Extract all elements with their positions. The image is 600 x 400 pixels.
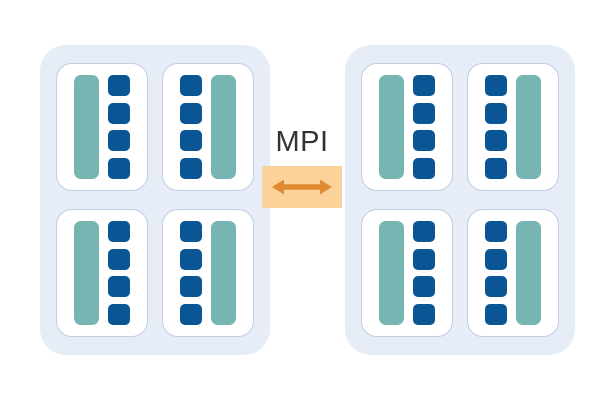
socket-card [162, 209, 254, 337]
core-unit [108, 75, 130, 96]
core-unit [413, 102, 435, 124]
core-unit [413, 276, 435, 298]
double-headed-horizontal-arrow-icon [272, 179, 332, 195]
mpi-band [262, 166, 342, 208]
memory-bar [516, 75, 541, 179]
core-unit [180, 102, 202, 124]
core-unit [180, 75, 202, 96]
memory-bar [379, 221, 404, 325]
core-unit [108, 102, 130, 124]
core-unit [413, 75, 435, 96]
core-unit [485, 303, 507, 325]
core-stack [485, 221, 507, 325]
mpi-link: MPI [262, 128, 342, 208]
core-unit [413, 130, 435, 152]
core-unit [108, 221, 130, 242]
core-unit [108, 303, 130, 325]
socket-card [467, 209, 559, 337]
memory-bar [74, 221, 99, 325]
core-unit [413, 221, 435, 242]
memory-bar [379, 75, 404, 179]
memory-bar [211, 75, 236, 179]
core-unit [485, 157, 507, 179]
core-unit [180, 130, 202, 152]
core-unit [180, 276, 202, 298]
mpi-label: MPI [275, 126, 329, 158]
socket-card [361, 63, 453, 191]
core-unit [108, 130, 130, 152]
core-unit [180, 221, 202, 242]
core-unit [485, 130, 507, 152]
node-panel-right [345, 45, 575, 355]
socket-card [56, 63, 148, 191]
core-unit [180, 248, 202, 270]
core-unit [180, 303, 202, 325]
core-stack [413, 221, 435, 325]
core-unit [180, 157, 202, 179]
core-stack [180, 221, 202, 325]
node-panel-left [40, 45, 270, 355]
core-unit [108, 157, 130, 179]
socket-card [467, 63, 559, 191]
core-unit [108, 276, 130, 298]
memory-bar [74, 75, 99, 179]
core-unit [413, 157, 435, 179]
core-unit [485, 248, 507, 270]
memory-bar [516, 221, 541, 325]
core-stack [108, 75, 130, 179]
socket-card [162, 63, 254, 191]
core-unit [485, 75, 507, 96]
core-unit [485, 102, 507, 124]
core-stack [413, 75, 435, 179]
core-stack [180, 75, 202, 179]
core-stack [485, 75, 507, 179]
core-unit [485, 276, 507, 298]
core-unit [485, 221, 507, 242]
core-stack [108, 221, 130, 325]
core-unit [413, 248, 435, 270]
core-unit [108, 248, 130, 270]
socket-card [361, 209, 453, 337]
core-unit [413, 303, 435, 325]
socket-card [56, 209, 148, 337]
memory-bar [211, 221, 236, 325]
